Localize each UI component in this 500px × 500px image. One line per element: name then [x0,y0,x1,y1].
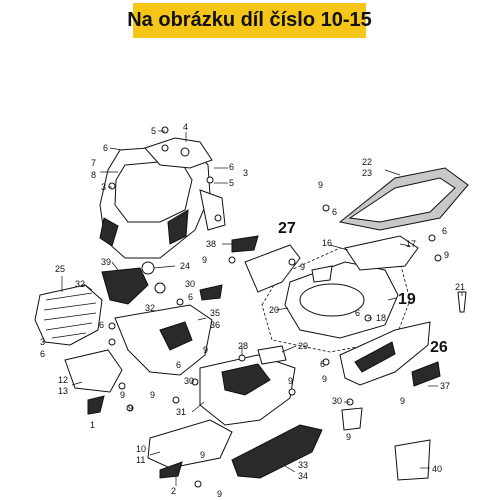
inner-leg-shield-part [114,304,213,376]
label-6: 6 [229,162,234,172]
label-32: 32 [75,279,85,289]
label-28: 28 [238,341,248,351]
label-23: 23 [362,168,372,178]
label-34: 34 [298,471,308,481]
label-30: 30 [185,279,195,289]
side-trim-27-part [244,244,301,293]
label-1: 1 [90,420,95,430]
floor-panel-part [199,354,296,426]
headlight-grille-part [34,284,103,346]
label-9: 9 [120,390,125,400]
label-10: 10 [136,444,146,454]
label-9: 9 [128,403,133,413]
handlebar-cover-part [144,137,213,169]
label-19: 19 [398,291,416,308]
label-40: 40 [432,464,442,474]
label-11: 11 [136,455,145,465]
label-17: 17 [406,239,416,249]
label-31: 31 [176,407,186,417]
label-6: 6 [355,308,360,318]
label-9: 9 [217,489,222,499]
label-6: 6 [99,320,104,330]
label-36: 36 [210,320,220,330]
label-12: 12 [58,375,68,385]
label-5: 5 [151,126,156,136]
label-6: 6 [103,143,108,153]
label-32: 32 [145,303,155,313]
label-35: 35 [210,308,220,318]
small-parts-group [87,235,467,481]
label-30: 30 [332,396,342,406]
left-lower-panel-part [64,349,123,393]
label-18: 18 [376,313,386,323]
label-9: 9 [346,432,351,442]
label-9: 9 [203,345,208,355]
label-6: 6 [320,359,325,369]
label-25: 25 [55,264,65,274]
label-9: 9 [318,180,323,190]
label-8: 8 [91,170,96,180]
label-29: 29 [298,341,308,351]
label-6: 6 [40,349,45,359]
label-37: 37 [440,381,450,391]
page-title-banner: Na obrázku díl číslo 10-15 [127,3,372,38]
rear-side-cover-part [339,321,431,386]
label-38: 38 [206,239,216,249]
label-26: 26 [430,339,448,356]
label-3: 3 [101,182,106,192]
rear-upper-cover-part [338,167,469,231]
bottom-spoiler-part [231,424,323,479]
label-30: 30 [184,376,194,386]
label-9: 9 [322,374,327,384]
label-22: 22 [362,157,372,167]
label-3: 3 [40,337,45,347]
label-9: 9 [200,450,205,460]
label-9: 9 [300,262,305,272]
front-upper-fairing-part [99,144,226,259]
label-6: 6 [188,292,193,302]
label-9: 9 [150,390,155,400]
label-9: 9 [400,396,405,406]
label-6: 6 [176,360,181,370]
label-39: 39 [101,257,111,267]
label-5: 5 [229,178,234,188]
label-20: 20 [269,305,279,315]
screws-group [108,126,442,488]
label-24: 24 [180,261,190,271]
label-2: 2 [171,486,176,496]
label-27: 27 [278,220,296,237]
label-21: 21 [455,282,465,292]
label-9: 9 [288,376,293,386]
label-9: 9 [202,255,207,265]
leader-lines [61,130,463,486]
callout-labels: 5 4 6 6 7 8 3 3 5 9 6 22 23 6 9 16 17 27… [40,122,465,499]
label-9: 9 [444,250,449,260]
front-nose-part [101,267,149,305]
label-16: 16 [322,238,332,248]
label-7: 7 [91,158,96,168]
label-13: 13 [58,386,68,396]
lower-step-cover-part [147,419,233,469]
label-4: 4 [183,122,188,132]
label-3: 3 [243,168,248,178]
label-33: 33 [298,460,308,470]
seat-support-part [344,235,419,271]
label-6: 6 [442,226,447,236]
label-6: 6 [332,207,337,217]
